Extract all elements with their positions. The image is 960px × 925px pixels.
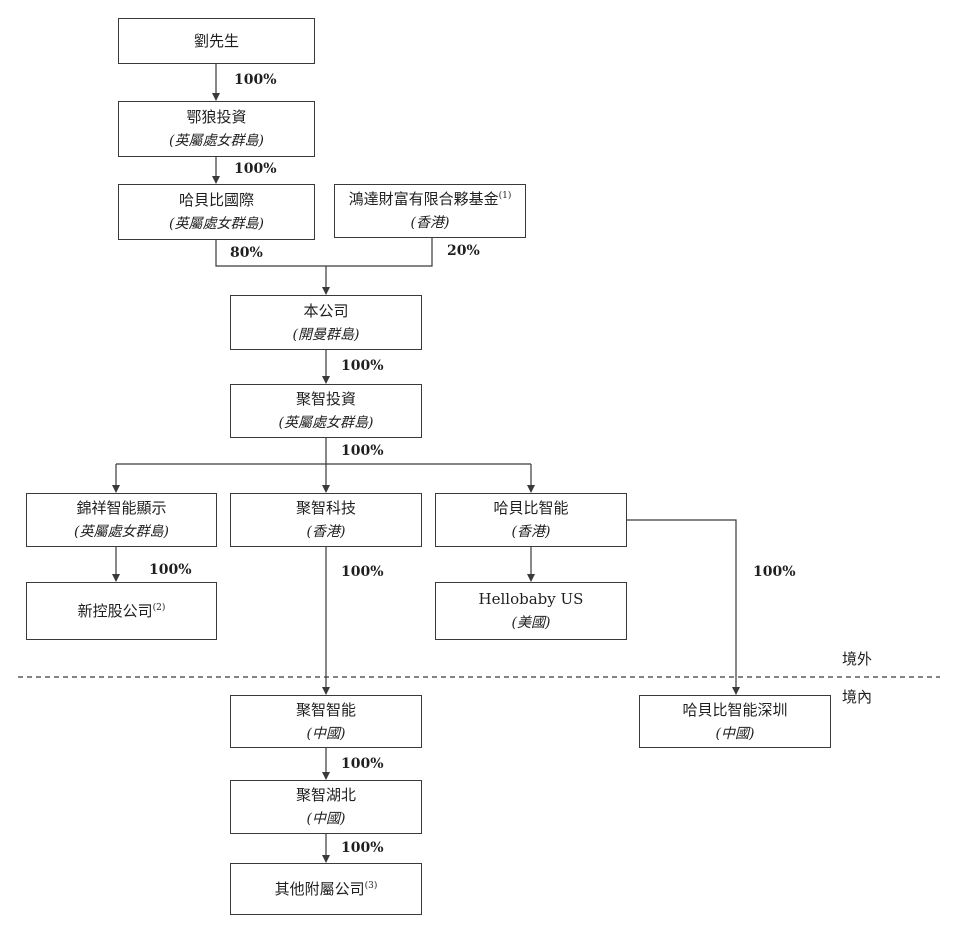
entity-name: Hellobaby US xyxy=(478,590,584,608)
entity-jurisdiction: (香港) xyxy=(511,524,551,540)
entity-jurisdiction: (英屬處女群島) xyxy=(278,415,374,431)
entity-name-wrap: 新控股公司(2) xyxy=(78,599,166,623)
entity-name: 劉先生 xyxy=(193,32,239,50)
entity-habeibi-intl: 哈貝比國際 (英屬處女群島) xyxy=(118,184,315,240)
entity-name-wrap: 鴻達財富有限合夥基金(1) xyxy=(349,187,512,211)
entity-juzhi-hubei: 聚智湖北 (中國) xyxy=(230,780,422,834)
entity-name: 聚智投資 xyxy=(295,390,356,408)
footnote-marker: (1) xyxy=(498,191,512,201)
entity-other-subsidiaries: 其他附屬公司(3) xyxy=(230,863,422,915)
entity-jurisdiction: (英屬處女群島) xyxy=(74,524,169,540)
entity-name: 哈貝比國際 xyxy=(178,191,254,209)
entity-name: 其他附屬公司 xyxy=(274,880,365,898)
entity-name: 本公司 xyxy=(303,301,349,320)
zone-label-offshore: 境外 xyxy=(842,650,873,668)
entity-name-wrap: 其他附屬公司(3) xyxy=(275,877,378,901)
entity-juzhi-smart: 聚智智能 (中國) xyxy=(230,695,422,748)
entity-juzhi-tech: 聚智科技 (香港) xyxy=(230,493,422,547)
zone-label-onshore: 境內 xyxy=(842,688,873,706)
entity-name: 鄂狼投資 xyxy=(186,108,247,126)
pct-juzhismart-hubei: 100% xyxy=(341,756,384,772)
entity-habeibi-shenzhen: 哈貝比智能深圳 (中國) xyxy=(639,695,831,748)
pct-juzhi-subsidiaries: 100% xyxy=(341,443,384,459)
pct-liu-elang: 100% xyxy=(234,72,277,88)
entity-jinxiang: 錦祥智能顯示 (英屬處女群島) xyxy=(26,493,217,547)
entity-name: 錦祥智能顯示 xyxy=(76,499,167,517)
entity-name: 哈貝比智能深圳 xyxy=(682,700,788,719)
entity-new-holdco: 新控股公司(2) xyxy=(26,582,217,640)
pct-hubei-others: 100% xyxy=(341,840,384,856)
entity-name: 新控股公司 xyxy=(77,602,153,620)
pct-habeibi-shenzhen: 100% xyxy=(753,564,796,580)
pct-juzhitech-juzhismart: 100% xyxy=(341,564,384,580)
entity-hongda: 鴻達財富有限合夥基金(1) (香港) xyxy=(334,184,526,238)
entity-liu: 劉先生 xyxy=(118,18,315,64)
footnote-marker: (3) xyxy=(364,881,378,891)
entity-juzhi-invest: 聚智投資 (英屬處女群島) xyxy=(230,384,422,438)
entity-jurisdiction: (中國) xyxy=(306,811,346,827)
pct-elang-habeibi: 100% xyxy=(234,161,277,177)
entity-jurisdiction: (英屬處女群島) xyxy=(169,216,264,232)
entity-hellobaby: Hellobaby US (美國) xyxy=(435,582,627,640)
entity-jurisdiction: (中國) xyxy=(306,725,346,742)
pct-habeibi-company: 80% xyxy=(230,245,263,261)
entity-name: 聚智智能 xyxy=(295,700,356,719)
entity-habeibi-smart: 哈貝比智能 (香港) xyxy=(435,493,627,547)
entity-name: 哈貝比智能 xyxy=(493,499,569,517)
entity-company: 本公司 (開曼群島) xyxy=(230,295,422,350)
entity-jurisdiction: (開曼群島) xyxy=(292,326,360,343)
footnote-marker: (2) xyxy=(152,603,166,613)
entity-jurisdiction: (美國) xyxy=(511,615,551,631)
entity-jurisdiction: (香港) xyxy=(306,524,346,540)
entity-name: 聚智湖北 xyxy=(295,786,356,804)
entity-jurisdiction: (英屬處女群島) xyxy=(169,133,264,149)
connector-shareholders-merge xyxy=(215,238,433,267)
pct-hongda-company: 20% xyxy=(447,243,480,259)
connector-habeibi-shenzhen xyxy=(627,519,740,695)
pct-jinxiang-newco: 100% xyxy=(149,562,192,578)
entity-jurisdiction: (香港) xyxy=(410,215,450,231)
entity-jurisdiction: (中國) xyxy=(715,725,755,742)
entity-name: 鴻達財富有限合夥基金 xyxy=(348,190,499,208)
entity-name: 聚智科技 xyxy=(295,499,356,517)
entity-elang: 鄂狼投資 (英屬處女群島) xyxy=(118,101,315,157)
pct-company-juzhi: 100% xyxy=(341,358,384,374)
